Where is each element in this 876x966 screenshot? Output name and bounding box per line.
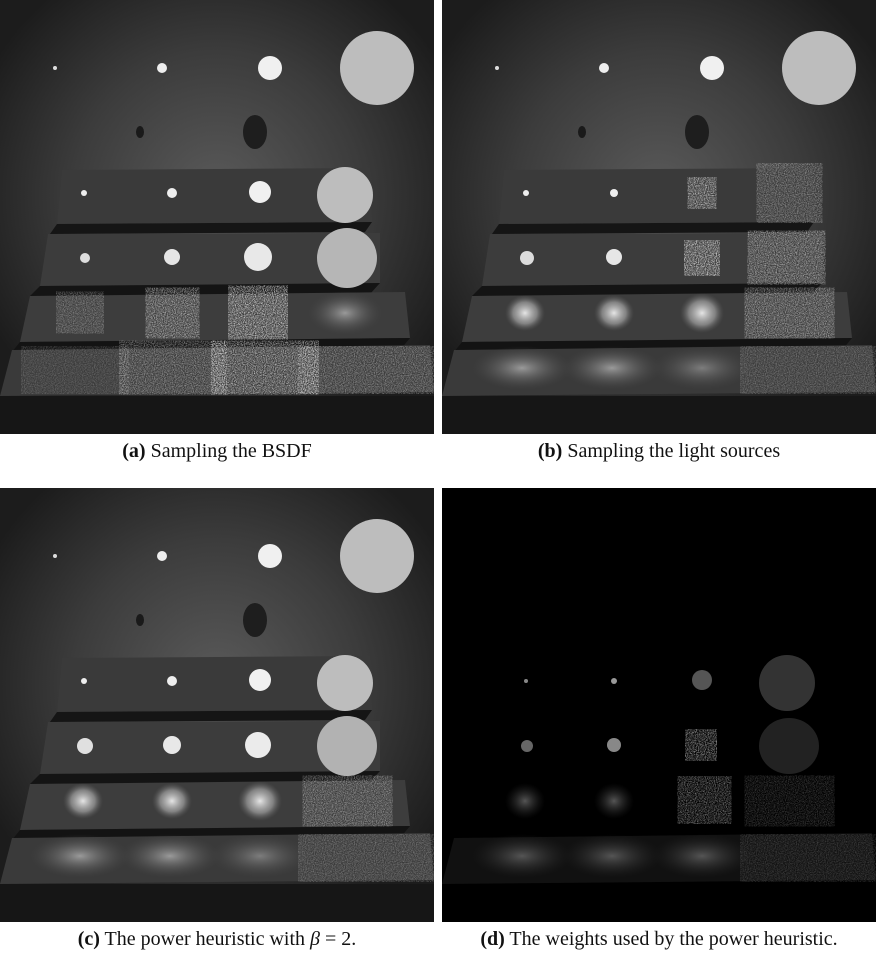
caption-c: (c) The power heuristic with β = 2.	[0, 928, 434, 951]
caption-tag: (c)	[77, 928, 100, 950]
caption-text: Sampling the BSDF	[150, 440, 312, 462]
panel-b: (b) Sampling the light sources	[442, 0, 876, 462]
render-light-sampling-icon	[442, 0, 876, 434]
render-weights-icon	[442, 488, 876, 922]
render-power-heuristic-icon	[0, 488, 434, 922]
caption-d: (d) The weights used by the power heuris…	[442, 928, 876, 951]
caption-text-post: = 2.	[320, 928, 357, 950]
render-bsdf-sampling-icon	[0, 0, 434, 434]
caption-tag: (b)	[537, 440, 563, 462]
caption-text: Sampling the light sources	[567, 440, 781, 462]
caption-b: (b) Sampling the light sources	[442, 440, 876, 463]
caption-text: The weights used by the power heuristic.	[509, 928, 838, 950]
caption-a: (a) Sampling the BSDF	[0, 440, 434, 463]
caption-text-pre: The power heuristic with	[104, 928, 311, 950]
panel-c: (c) The power heuristic with β = 2.	[0, 488, 434, 950]
caption-tag: (d)	[480, 928, 505, 950]
panel-a: (a) Sampling the BSDF	[0, 0, 434, 462]
panel-d: (d) The weights used by the power heuris…	[442, 488, 876, 950]
caption-tag: (a)	[122, 440, 146, 462]
caption-math-beta: β	[310, 928, 321, 950]
